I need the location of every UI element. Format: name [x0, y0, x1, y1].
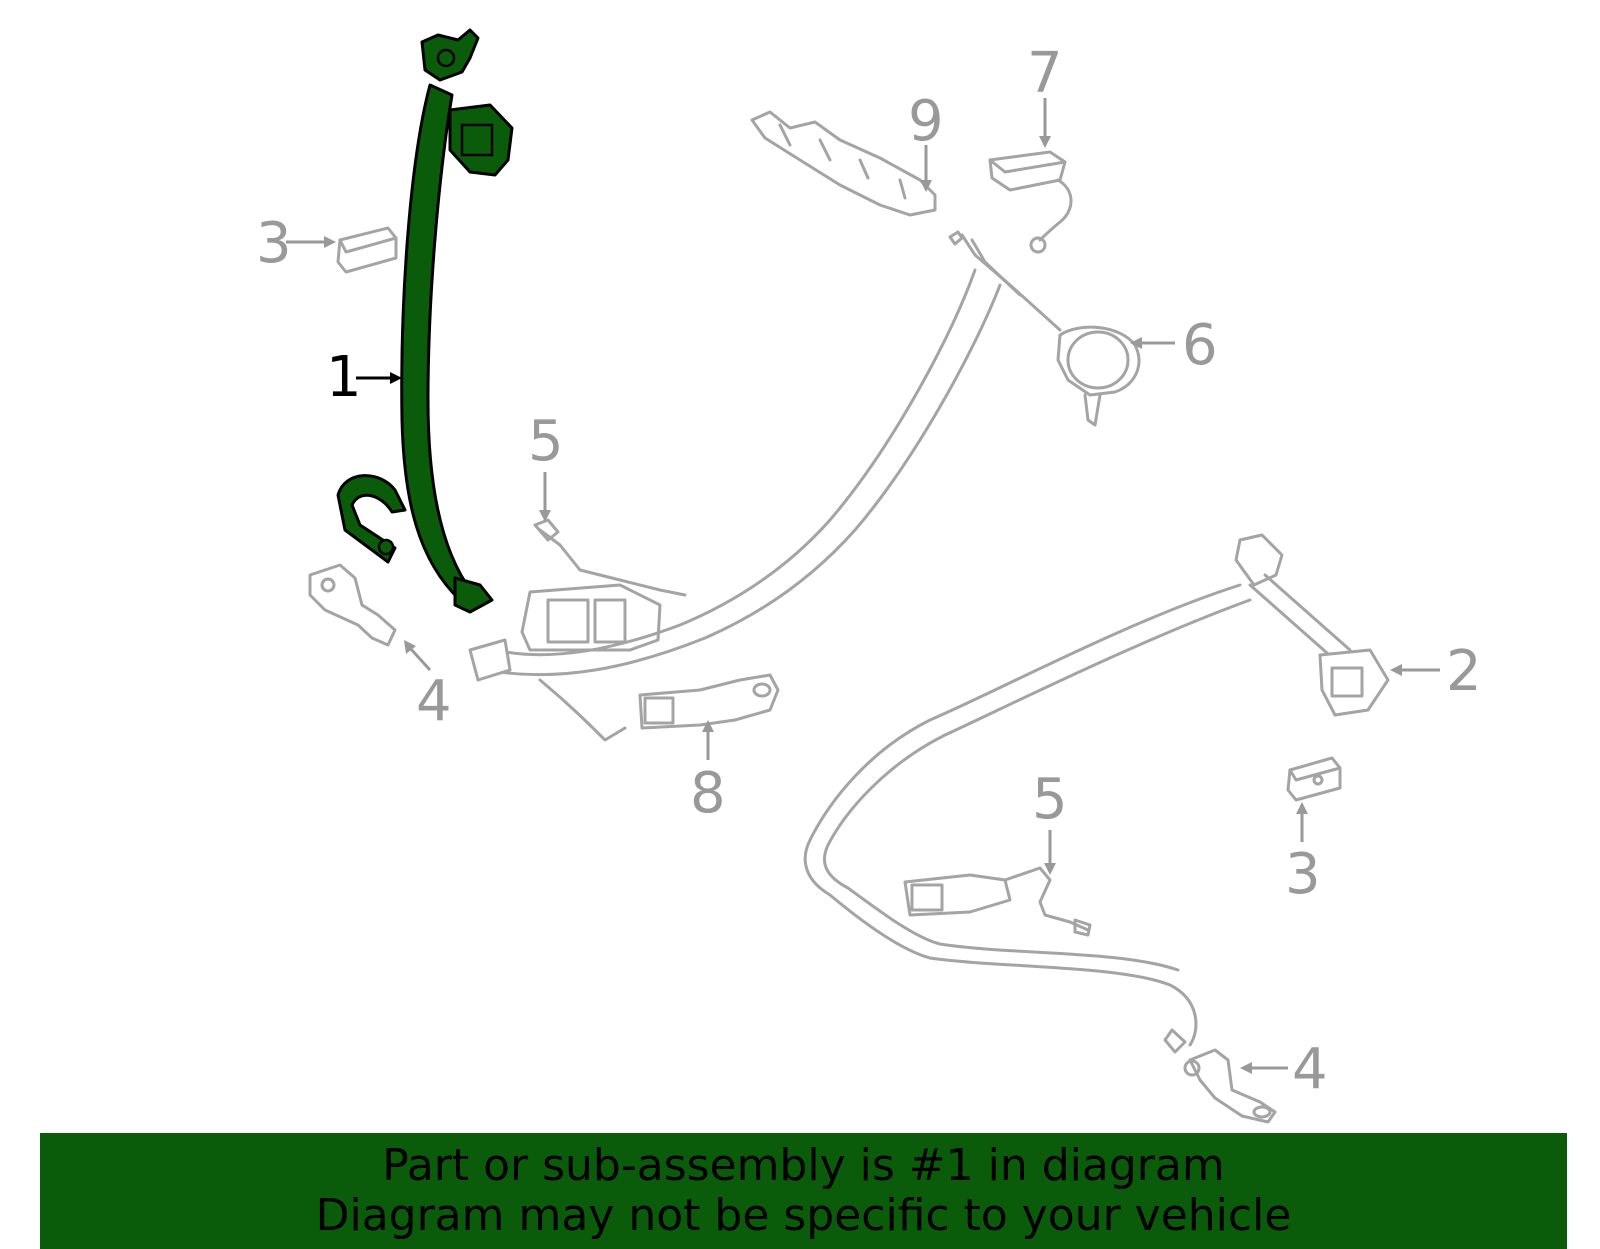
callout-7[interactable]: 7: [1027, 41, 1063, 106]
banner-line-2: Diagram may not be specific to your vehi…: [315, 1190, 1292, 1241]
callout-4-right[interactable]: 4: [1292, 1037, 1328, 1102]
part-8-buckle[interactable]: [638, 673, 780, 730]
part-3-cover-right[interactable]: [1286, 756, 1342, 802]
part-5-buckle-upper[interactable]: [520, 518, 687, 652]
callout-3-left[interactable]: 3: [256, 211, 292, 276]
part-3-cover-left[interactable]: [336, 226, 398, 274]
callout-8[interactable]: 8: [690, 761, 726, 826]
part-6-retractor[interactable]: [468, 230, 1141, 742]
callout-3-right[interactable]: 3: [1285, 842, 1321, 907]
part-4-bracket-right[interactable]: [1183, 1048, 1277, 1124]
callout-6[interactable]: 6: [1182, 313, 1218, 378]
part-2-seat-belt[interactable]: [803, 533, 1390, 1054]
callout-4-left[interactable]: 4: [416, 669, 452, 734]
callout-arrows: [286, 98, 1440, 1074]
banner-line-1: Part or sub-assembly is #1 in diagram: [382, 1140, 1225, 1191]
part-1-seat-belt-assembly[interactable]: [336, 28, 514, 614]
part-4-bracket-left[interactable]: [308, 563, 397, 647]
callout-5-lower[interactable]: 5: [1032, 767, 1068, 832]
part-5-buckle-lower[interactable]: [903, 866, 1092, 937]
callout-9[interactable]: 9: [908, 89, 944, 154]
info-banner: Part or sub-assembly is #1 in diagram Di…: [40, 1133, 1567, 1249]
callout-5-upper[interactable]: 5: [528, 409, 564, 474]
part-9-trim-rail[interactable]: [750, 110, 937, 217]
part-7-sensor[interactable]: [988, 150, 1073, 254]
callout-1[interactable]: 1: [326, 345, 362, 410]
callout-2[interactable]: 2: [1446, 639, 1482, 704]
